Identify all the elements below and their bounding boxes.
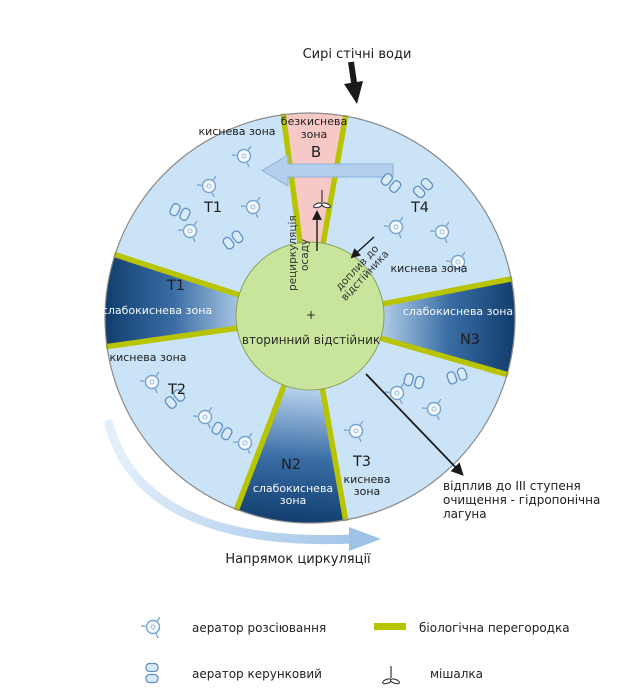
n2-name-label: N2 bbox=[281, 457, 301, 473]
circulation-arrow bbox=[104, 419, 381, 551]
partition bbox=[233, 384, 287, 512]
n3-name-label: N3 bbox=[460, 332, 480, 348]
sector-n3 bbox=[310, 278, 515, 375]
anoxic-zone-label-2: зона bbox=[301, 128, 328, 141]
recirculation-label: рециркуляціяосаду bbox=[287, 215, 311, 291]
clarifier-inflow-arrow bbox=[350, 236, 375, 259]
outflow-label: відплив до III ступеня очищення - гідроп… bbox=[443, 479, 604, 521]
legend-partition-swatch bbox=[374, 623, 406, 630]
partition bbox=[113, 251, 243, 299]
t3-name-label: T3 bbox=[352, 454, 371, 470]
partition bbox=[380, 276, 513, 307]
biological-partitions bbox=[105, 113, 513, 522]
circulation-label: Напрямок циркуляції bbox=[225, 552, 371, 567]
t2-zone-label: киснева зона bbox=[109, 351, 186, 364]
legend-directional-label: аератор керунковий bbox=[192, 667, 322, 681]
anoxic-name-label: В bbox=[311, 143, 321, 161]
clarifier-label: вторинний відстійник bbox=[242, 333, 380, 347]
t1-west-zone-label: слабокиснева зона bbox=[102, 304, 212, 317]
partition bbox=[319, 114, 349, 248]
t4-name-label: T4 bbox=[410, 200, 429, 216]
partition bbox=[105, 325, 240, 350]
t1-west-name-label: T1 bbox=[166, 278, 185, 294]
outflow-arrow bbox=[365, 373, 464, 476]
t2-name-label: T2 bbox=[167, 382, 186, 398]
raw-sewage-arrow bbox=[344, 61, 363, 104]
reactor-outline bbox=[104, 112, 516, 524]
flow-direction-arrow bbox=[261, 154, 394, 187]
legend-directional-icon bbox=[145, 662, 159, 684]
legend-diffuser-icon bbox=[140, 616, 161, 639]
partition bbox=[319, 388, 349, 522]
n2-zone-label: слабокиснева bbox=[253, 482, 333, 495]
legend: аератор розсіювання біологічна перегород… bbox=[140, 616, 570, 686]
n3-zone-label: слабокиснева зона bbox=[403, 305, 513, 318]
t1-upper-zone-label: киснева зона bbox=[198, 125, 275, 138]
clarifier-plus-mark: + bbox=[306, 308, 316, 322]
t3-zone-label-2: зона bbox=[354, 485, 381, 498]
t4-zone-label: киснева зона bbox=[390, 262, 467, 275]
t1-upper-name-label: T1 bbox=[203, 200, 222, 216]
raw-sewage-label: Сирі стічні води bbox=[303, 47, 412, 62]
partition bbox=[378, 335, 509, 378]
legend-mixer-label: мішалка bbox=[430, 667, 483, 681]
n2-zone-label-2: зона bbox=[280, 494, 307, 507]
legend-diffuser-label: аератор розсіювання bbox=[192, 621, 326, 635]
anoxic-zone-label: безкиснева bbox=[281, 115, 347, 128]
t3-zone-label: киснева bbox=[343, 473, 390, 486]
legend-partition-label: біологічна перегородка bbox=[419, 621, 570, 635]
legend-mixer-icon bbox=[381, 665, 401, 686]
clarifier-circle bbox=[235, 241, 385, 391]
partition bbox=[280, 113, 304, 247]
